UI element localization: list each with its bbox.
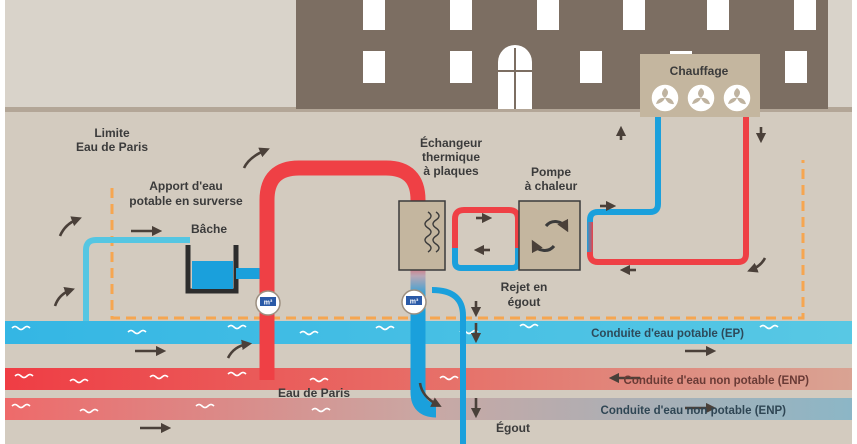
heating-unit <box>640 54 760 117</box>
rejet-label-line1: Rejet en <box>501 280 548 294</box>
water-wave-marks <box>11 323 779 414</box>
pipe-enp-2-label: Conduite d'eau non potable (ENP) <box>601 405 787 417</box>
pipe-enp-1-label: Conduite d'eau non potable (ENP) <box>624 375 810 387</box>
tank-feed-pipe <box>236 268 272 279</box>
pompe-label-line1: Pompe <box>531 165 571 179</box>
hp-transition <box>587 222 593 252</box>
echangeur-label-line3: à plaques <box>423 164 479 178</box>
water-meter-icon: m³ <box>401 289 427 315</box>
echangeur-label-line1: Échangeur <box>420 135 482 150</box>
rejet-egout-pipe <box>431 287 466 444</box>
water-meter-icon: m³ <box>255 290 281 316</box>
fan-icon <box>686 83 716 113</box>
bache-label: Bâche <box>191 222 227 236</box>
pipe-enp-1 <box>5 368 852 390</box>
heating-pipe-blue <box>587 117 661 248</box>
echangeur-label-line2: thermique <box>422 150 480 164</box>
loop-pipe-red <box>452 207 521 258</box>
blue-return-pipe <box>410 295 437 418</box>
red-supply-pipe <box>259 160 426 380</box>
pipe-ep <box>5 321 852 344</box>
plate-heat-exchanger <box>398 200 446 271</box>
limite-label-line2: Eau de Paris <box>76 140 148 154</box>
supply-pipe-light-blue <box>83 237 190 321</box>
heating-pipe-red <box>587 117 749 265</box>
chauffage-label: Chauffage <box>670 64 729 78</box>
eau-de-paris-label: Eau de Paris <box>278 386 350 400</box>
svg-text:m³: m³ <box>410 299 419 306</box>
egout-label: Égout <box>496 420 530 435</box>
ground-line <box>5 107 852 112</box>
pompe-label-line2: à chaleur <box>525 179 578 193</box>
limite-label-line1: Limite <box>94 126 130 140</box>
flow-arrows <box>53 125 767 434</box>
fan-icon <box>722 83 752 113</box>
apport-label-line1: Apport d'eau <box>149 179 223 193</box>
fan-icon <box>650 83 680 113</box>
eau-de-paris-boundary <box>110 160 805 320</box>
svg-text:m³: m³ <box>264 300 273 307</box>
rejet-label-line2: égout <box>508 295 541 309</box>
apport-label-line2: potable en surverse <box>129 194 243 208</box>
loop-pipe-blue <box>452 248 521 271</box>
heat-pump <box>518 200 581 271</box>
pipe-ep-label: Conduite d'eau potable (EP) <box>591 328 744 340</box>
